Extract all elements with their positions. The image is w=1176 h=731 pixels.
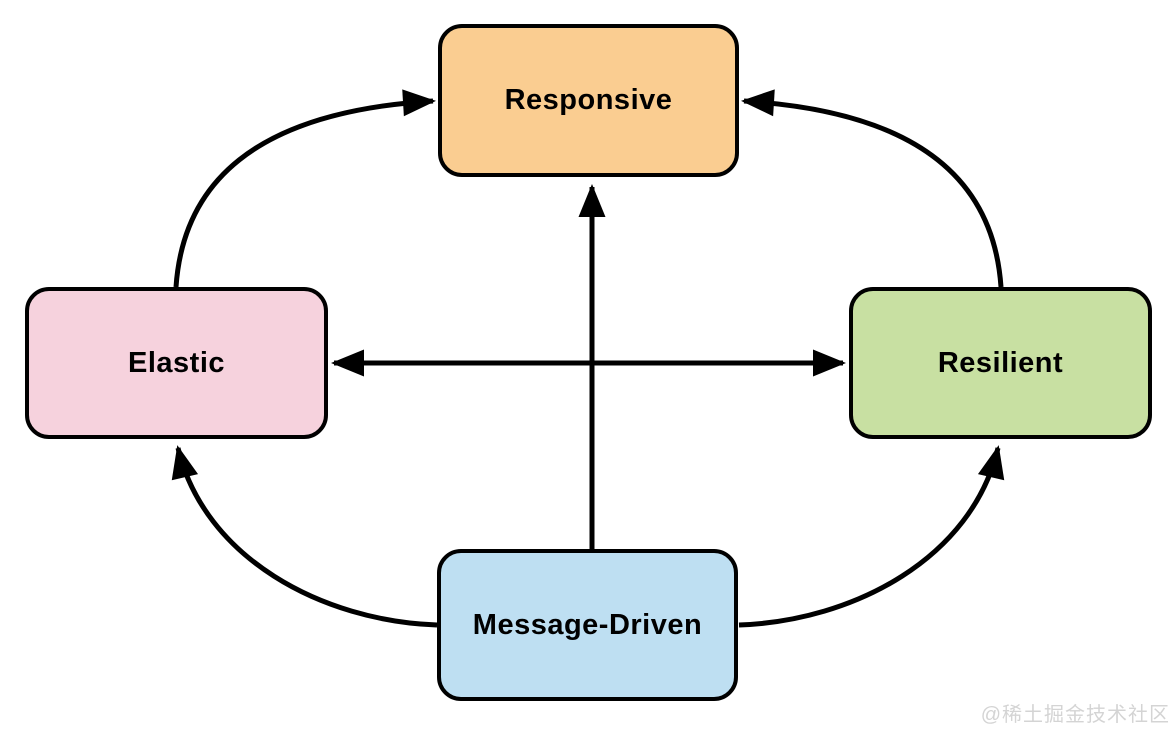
node-responsive: Responsive xyxy=(438,24,739,177)
edge-resilient-to-responsive xyxy=(741,89,1004,288)
node-responsive-label: Responsive xyxy=(504,84,673,116)
watermark-text: @稀土掘金技术社区 xyxy=(980,704,1170,726)
node-elastic-label: Elastic xyxy=(128,346,225,379)
node-message-driven-label: Message-Driven xyxy=(472,608,703,641)
node-resilient-label: Resilient xyxy=(937,346,1064,379)
edge-message-driven-to-elastic xyxy=(171,445,438,628)
node-message-driven: Message-Driven xyxy=(437,549,738,701)
edge-message-driven-to-resilient xyxy=(738,445,1005,628)
node-elastic: Elastic xyxy=(25,287,328,439)
node-resilient: Resilient xyxy=(849,287,1152,439)
edge-elastic-to-responsive xyxy=(173,89,436,288)
